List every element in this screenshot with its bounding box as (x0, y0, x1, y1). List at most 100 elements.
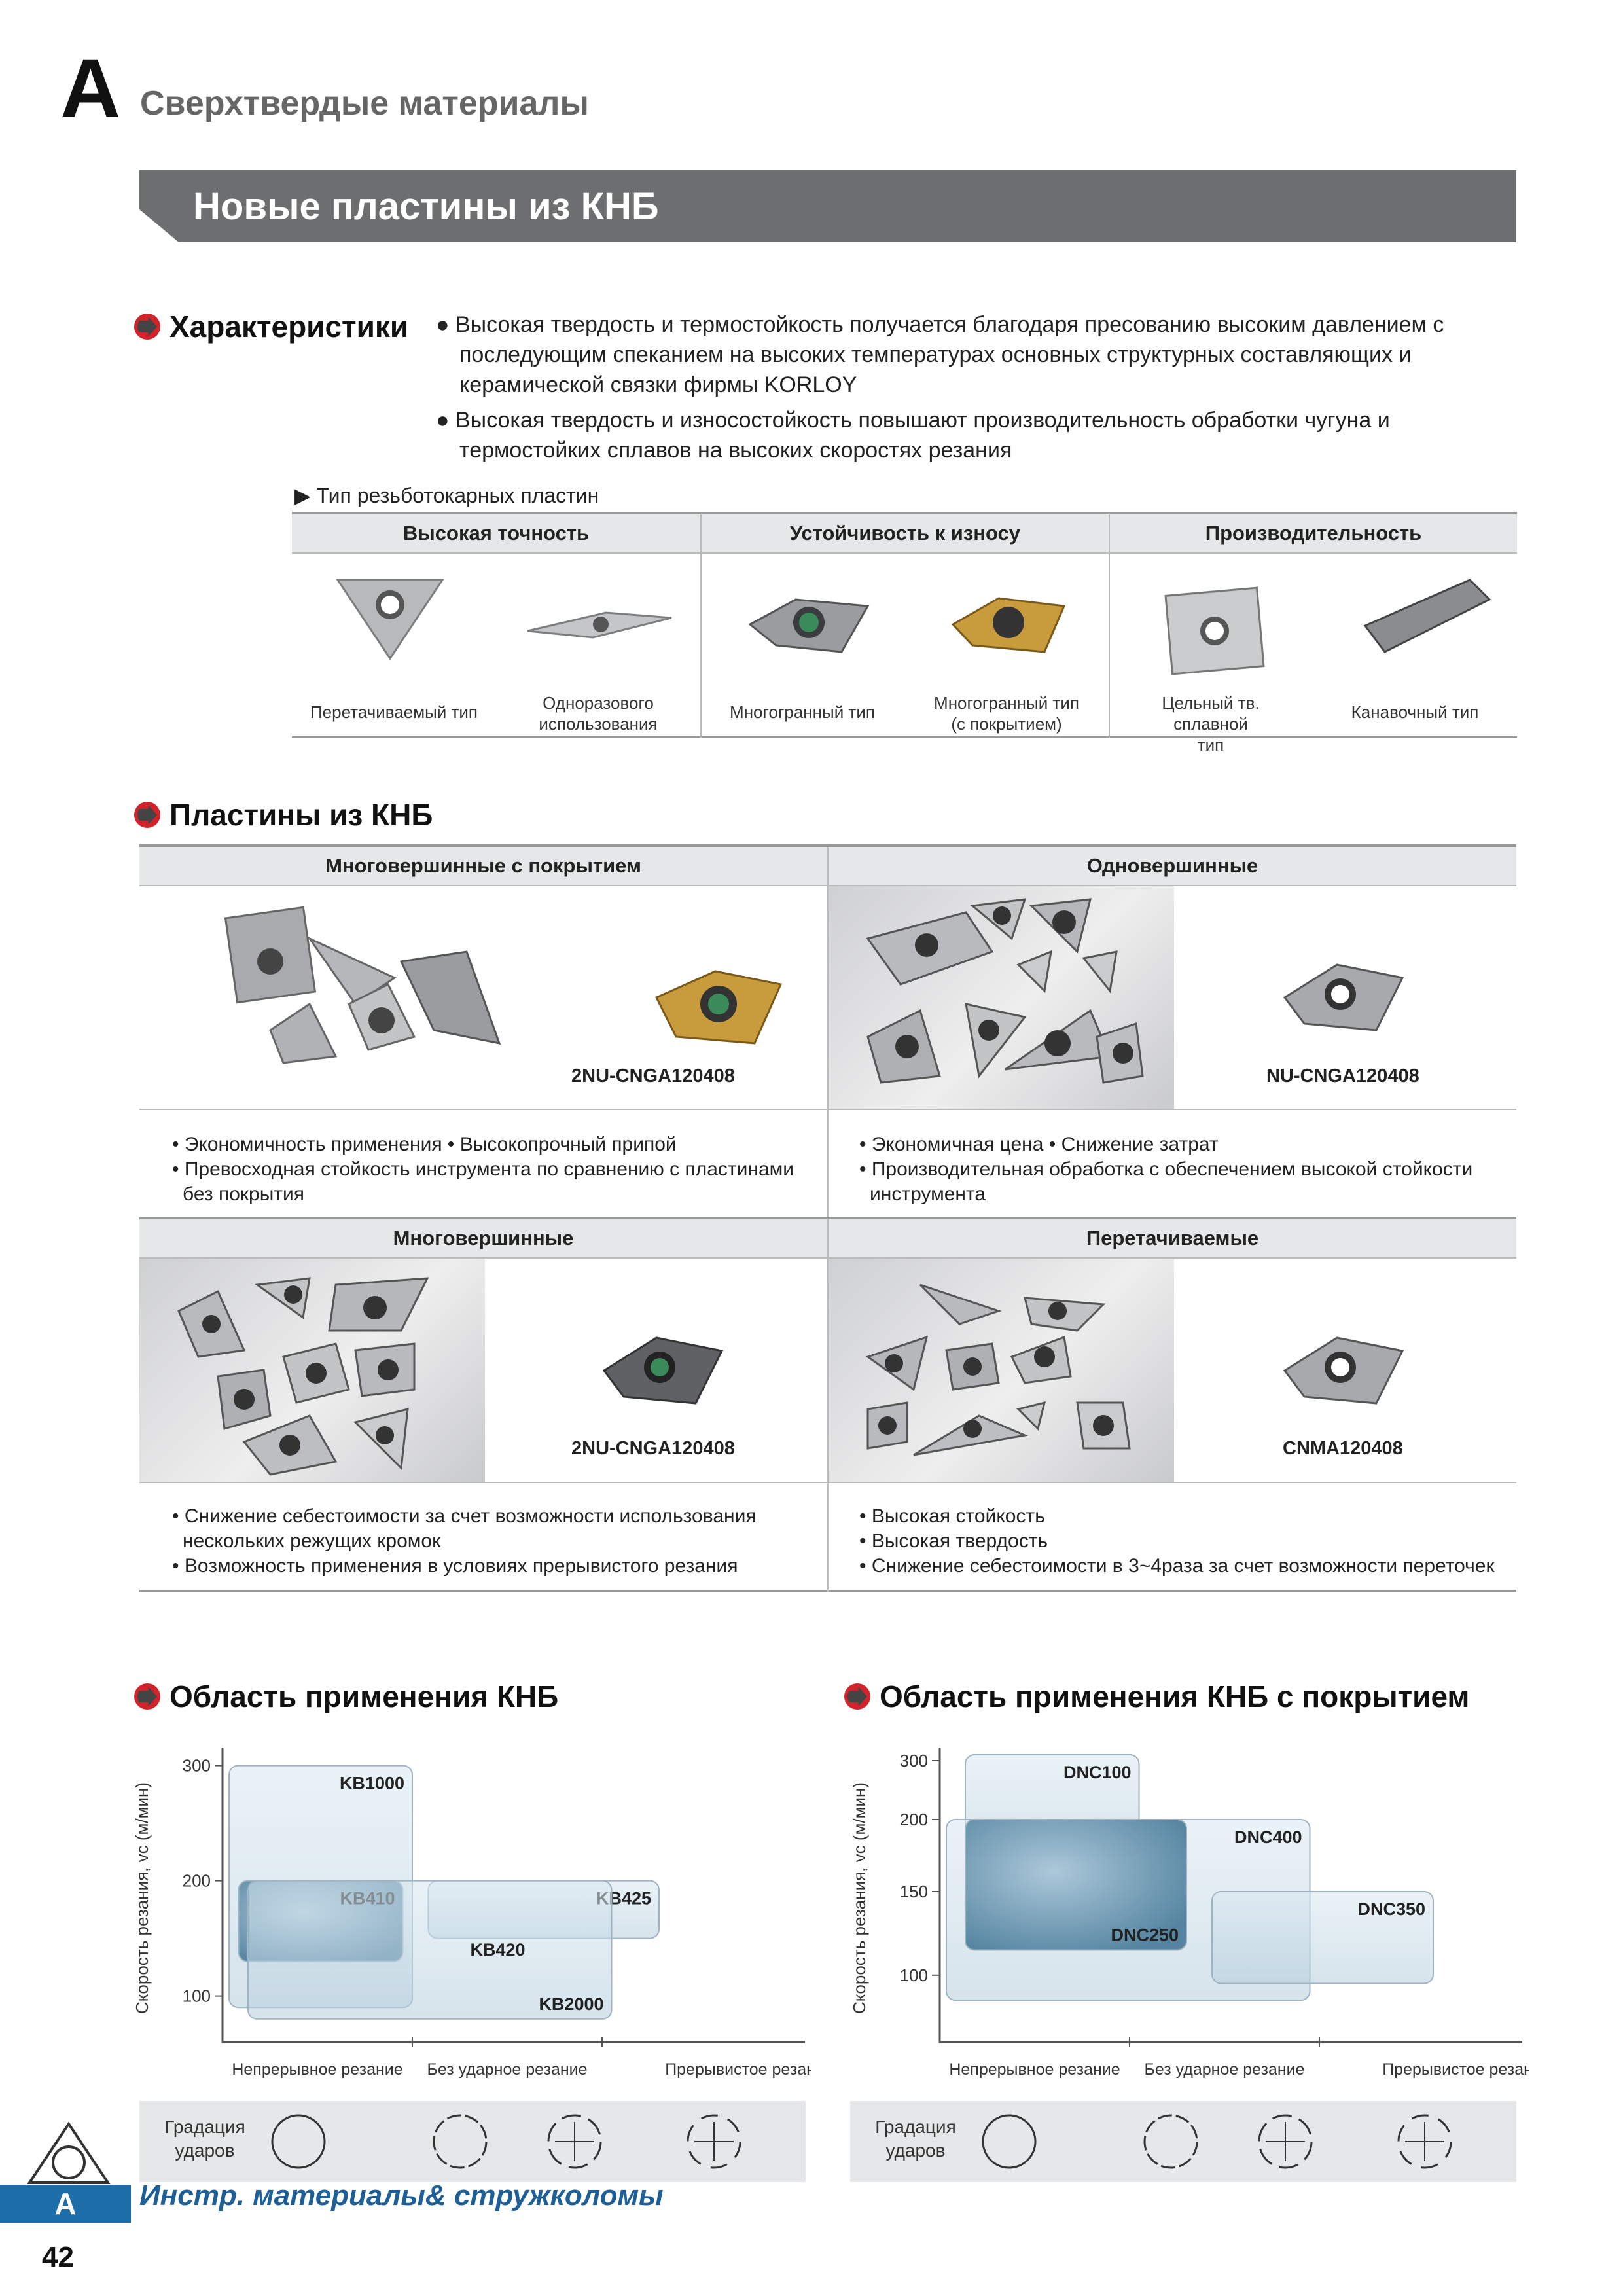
y-tick-label: 200 (900, 1810, 928, 1829)
insert-photo (829, 886, 1174, 1110)
note: • Снижение себестоимости в 3~4раза за сч… (859, 1555, 1495, 1577)
thread-types-table: Высокая точность Устойчивость к износу П… (292, 512, 1517, 755)
chart2-heading: Область применения КНБ с покрытием (844, 1679, 1469, 1714)
series-label: DNC350 (1357, 1899, 1425, 1919)
page-number: 42 (42, 2241, 74, 2273)
series-label: DNC400 (1234, 1827, 1302, 1847)
note: • Экономичная цена • Снижение затрат (859, 1134, 1219, 1155)
grooved-bar-icon (1143, 2114, 1198, 2169)
insert-code: 2NU-CNGA120408 (571, 1438, 735, 1459)
x-category-label: Непрерывное резание (949, 2060, 1120, 2079)
arrow-circle-icon (134, 802, 160, 828)
axis (938, 1748, 1522, 2043)
thread-item-label: Многогранный тип (730, 702, 875, 722)
series-label: KB2000 (539, 1994, 603, 2014)
arrow-circle-icon (134, 1683, 160, 1710)
insert-code: CNMA120408 (1283, 1438, 1403, 1459)
x-category-label: Прерывистое резание (665, 2060, 812, 2079)
cell-header: Многовершинные с покрытием (139, 847, 827, 886)
korloy-logo-icon (27, 2121, 111, 2184)
impact-grade-icons (271, 2114, 741, 2169)
note: • Экономичность применения • Высокопрочн… (172, 1134, 677, 1155)
slotted-bar-icon (547, 2114, 602, 2169)
cell-notes: • Высокая стойкость • Высокая твердость … (859, 1504, 1501, 1579)
y-tick-label: 150 (900, 1882, 928, 1901)
x-category-label: Прерывистое резание (1382, 2060, 1529, 2079)
section-title: Сверхтвердые материалы (140, 84, 589, 122)
thread-item-label: Перетачиваемый тип (310, 702, 478, 722)
series-region (965, 1819, 1187, 1951)
grade-label: Градация ударов (875, 2117, 956, 2161)
x-category-label: Без ударное резание (1144, 2060, 1304, 2079)
series-label: DNC100 (1063, 1763, 1132, 1782)
insert-code: 2NU-CNGA120408 (571, 1066, 735, 1086)
feature-bullet: ● Высокая твердость и термостойкость пол… (436, 312, 1444, 397)
x-category-label: Непрерывное резание (232, 2060, 402, 2079)
cell-notes: • Снижение себестоимости за счет возможн… (172, 1504, 813, 1579)
x-category-label: Без ударное резание (427, 2060, 587, 2079)
slotted-bar-icon (1258, 2114, 1313, 2169)
series-region (247, 1880, 613, 2020)
series-label: KB420 (470, 1940, 525, 1960)
grooved-bar-icon (433, 2114, 488, 2169)
chart1-heading: Область применения КНБ (134, 1679, 558, 1714)
insert-photo (1283, 1336, 1404, 1405)
note: • Снижение себестоимости за счет возможн… (172, 1505, 757, 1552)
axis (221, 1748, 805, 2043)
grade-label: Градация ударов (164, 2117, 245, 2161)
thread-types-label: ▶ Тип резьботокарных пластин (294, 484, 599, 507)
insert-photo (829, 1259, 1174, 1482)
insert-photo (1283, 963, 1404, 1031)
cbn-heading: Пластины из КНБ (134, 797, 433, 833)
banner-title: Новые пластины из КНБ (193, 185, 659, 228)
cbn-grid: Многовершинные с покрытием Одновершинные… (139, 844, 1516, 1592)
y-axis-label: Скорость резания, vc (м/мин) (849, 1782, 869, 2014)
page-banner: Новые пластины из КНБ (139, 170, 1516, 242)
note: • Превосходная стойкость инструмента по … (172, 1158, 794, 1205)
y-tick-label: 300 (183, 1756, 211, 1776)
impact-grade-bar: Градация ударов (139, 2101, 806, 2182)
features-heading: Характеристики (134, 309, 408, 344)
cell-header: Перетачиваемые (829, 1219, 1516, 1259)
interrupted-bar-icon (687, 2114, 741, 2169)
thread-item-label: Канавочный тип (1351, 702, 1479, 722)
note: • Высокая твердость (859, 1530, 1048, 1552)
arrow-circle-icon (844, 1683, 870, 1710)
impact-grade-bar: Градация ударов (850, 2101, 1516, 2182)
footer-title: Инстр. материалы& стружколомы (139, 2179, 664, 2212)
arrow-circle-icon (134, 314, 160, 340)
y-tick-label: 100 (900, 1965, 928, 1985)
cell-notes: • Экономичная цена • Снижение затрат • П… (859, 1132, 1501, 1207)
interrupted-bar-icon (1397, 2114, 1452, 2169)
series-label: DNC250 (1111, 1925, 1179, 1945)
features-list: ● Высокая твердость и термостойкость пол… (436, 310, 1483, 465)
thread-insert-images (336, 579, 1491, 675)
note: • Возможность применения в условиях прер… (172, 1555, 738, 1577)
cell-notes: • Экономичность применения • Высокопрочн… (172, 1132, 813, 1207)
round-bar-icon (271, 2114, 326, 2169)
impact-grade-icons (982, 2114, 1452, 2169)
col-header: Высокая точность (292, 514, 700, 554)
series-label: KB1000 (340, 1774, 404, 1793)
y-tick-label: 300 (900, 1751, 928, 1770)
section-letter: A (60, 42, 121, 135)
note: • Высокая стойкость (859, 1505, 1045, 1527)
insert-photo (224, 906, 783, 1064)
thread-item-label: Многогранный тип (с покрытием) (934, 693, 1079, 734)
round-bar-icon (982, 2114, 1037, 2169)
col-header: Производительность (1109, 514, 1517, 554)
y-axis-label: Скорость резания, vc (м/мин) (132, 1782, 152, 2014)
note: • Производительная обработка с обеспечен… (859, 1158, 1473, 1205)
y-tick-label: 200 (183, 1871, 211, 1891)
thread-item-label: Цельный тв. сплавной тип (1162, 693, 1260, 755)
footer-section-tab: A (0, 2185, 131, 2223)
insert-code: NU-CNGA120408 (1266, 1066, 1419, 1086)
col-header: Устойчивость к износу (700, 514, 1109, 554)
insert-photo (602, 1336, 724, 1405)
cell-header: Многовершинные (139, 1219, 827, 1259)
thread-item-label: Одноразового использования (539, 693, 658, 734)
